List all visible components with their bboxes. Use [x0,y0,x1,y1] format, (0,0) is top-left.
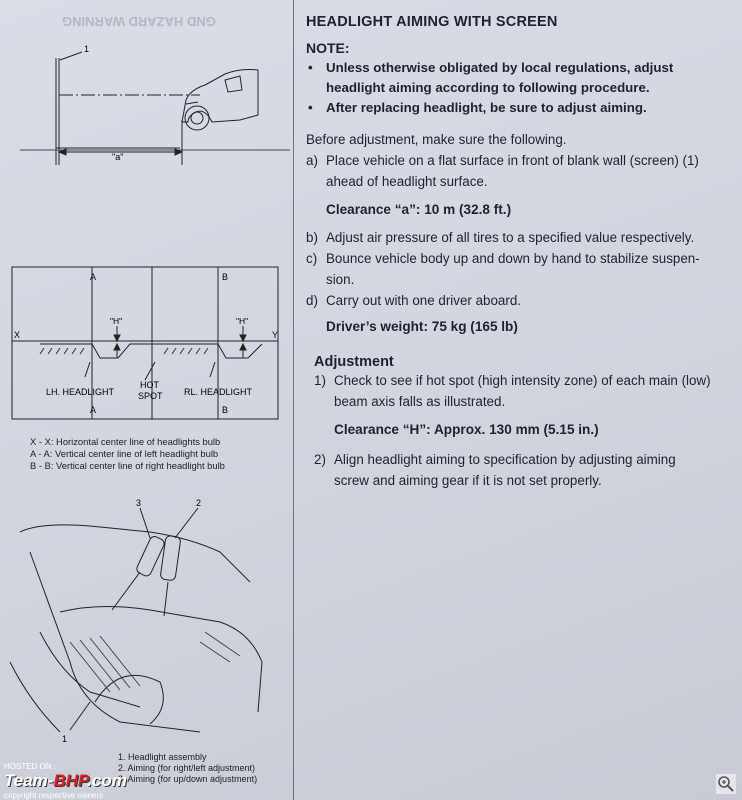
step-line: sion. [326,272,355,287]
zoom-icon[interactable] [716,774,736,794]
callout-2: 2 [196,498,201,508]
caption-line: 3. Aiming (for up/down adjustment) [118,774,258,784]
hot-spot-label-1: HOT [140,380,160,390]
label-b-top: B [222,272,228,282]
clearance-a-spec: Clearance “a”: 10 m (32.8 ft.) [326,202,512,217]
adjustment-step-2: 2) Align headlight aiming to specificati… [314,449,732,491]
lh-headlight-label: LH. HEADLIGHT [46,387,115,397]
driver-weight-spec: Driver’s weight: 75 kg (165 lb) [326,319,518,334]
bullet-icon: • [308,60,313,75]
step-label: 1) [314,373,326,388]
step-c: c) Bounce vehicle body up and down by ha… [306,248,732,290]
section-title: HEADLIGHT AIMING WITH SCREEN [306,14,558,30]
text-column: HEADLIGHT AIMING WITH SCREEN NOTE: • Unl… [306,14,732,491]
brand-part-3: .com [87,771,127,790]
note-line: After replacing headlight, be sure to ad… [326,100,647,115]
caption-line: 2. Aiming (for right/left adjustment) [118,763,256,773]
clearance-h-spec: Clearance “H”: Approx. 130 mm (5.15 in.) [334,422,599,437]
step-label: c) [306,251,318,266]
step-line: Align headlight aiming to specification … [334,452,676,467]
label-a-top: A [90,272,96,282]
brand-part-2: BHP [53,771,88,790]
note-line: Unless otherwise obligated by local regu… [326,60,674,75]
clearance-h-right: "H" [236,316,248,326]
figure-captions: 1. Headlight assembly 2. Aiming (for rig… [118,752,257,785]
note-heading: NOTE: [306,40,350,56]
step-label: d) [306,293,318,308]
legend-line: B - B: Vertical center line of right hea… [30,460,225,471]
brand-part-1: Team- [4,771,54,790]
label-a-bottom: A [90,405,96,415]
rh-headlight-label: RL. HEADLIGHT [184,387,253,397]
adjustment-step-1: 1) Check to see if hot spot (high intens… [314,370,732,412]
step-line: Bounce vehicle body up and down by hand … [326,251,700,266]
step-label: a) [306,153,318,168]
adjustment-heading: Adjustment [314,354,394,370]
step-line: Adjust air pressure of all tires to a sp… [326,230,695,245]
axis-legend: X - X: Horizontal center line of headlig… [30,436,225,472]
label-y: Y [272,330,278,340]
caption-line: 1. Headlight assembly [118,752,207,762]
distance-a-label: "a" [112,152,123,162]
step-line: Place vehicle on a flat surface in front… [326,153,699,168]
column-divider [293,0,294,800]
step-a: a) Place vehicle on a flat surface in fr… [306,150,732,192]
aiming-screwdriver-figure: 3 2 1 [9,498,263,744]
callout-3: 3 [136,498,141,508]
legend-line: X - X: Horizontal center line of headlig… [30,436,221,447]
note-item: • After replacing headlight, be sure to … [306,98,732,118]
clearance-h-left: "H" [110,316,122,326]
bullet-icon: • [308,100,313,115]
hot-spot-label-2: SPOT [138,391,163,401]
step-label: 2) [314,452,326,467]
screen-callout-number: 1 [84,44,89,54]
screen-distance-figure: 1 "a" [20,44,290,165]
step-line: Carry out with one driver aboard. [326,293,522,308]
label-b-bottom: B [222,405,228,415]
watermark-brand: Team-BHP.com [4,771,127,791]
before-adjustment-text: Before adjustment, make sure the followi… [306,132,567,147]
legend-line: A - A: Vertical center line of left head… [30,448,219,459]
step-line: screw and aiming gear if it is not set p… [334,473,602,488]
step-b: b) Adjust air pressure of all tires to a… [306,227,732,248]
callout-1: 1 [62,734,67,744]
aiming-screen-figure: A B "H" "H" X Y LH. HEADLIGHT HOT SPOT R… [11,266,279,420]
step-d: d) Carry out with one driver aboard. [306,290,732,311]
note-item: • Unless otherwise obligated by local re… [306,58,732,98]
step-label: b) [306,230,318,245]
left-figure-column: 1 "a" [0,0,292,800]
watermark-copyright: copyright respective owners [4,791,104,800]
label-x: X [14,330,20,340]
step-line: Check to see if hot spot (high intensity… [334,373,711,388]
step-line: beam axis falls as illustrated. [334,394,506,409]
note-line: headlight aiming according to following … [326,80,650,95]
watermark: HOSTED ON : Team-BHP.com copyright respe… [4,762,127,800]
step-line: ahead of headlight surface. [326,174,488,189]
watermark-hosted: HOSTED ON : [4,762,57,771]
